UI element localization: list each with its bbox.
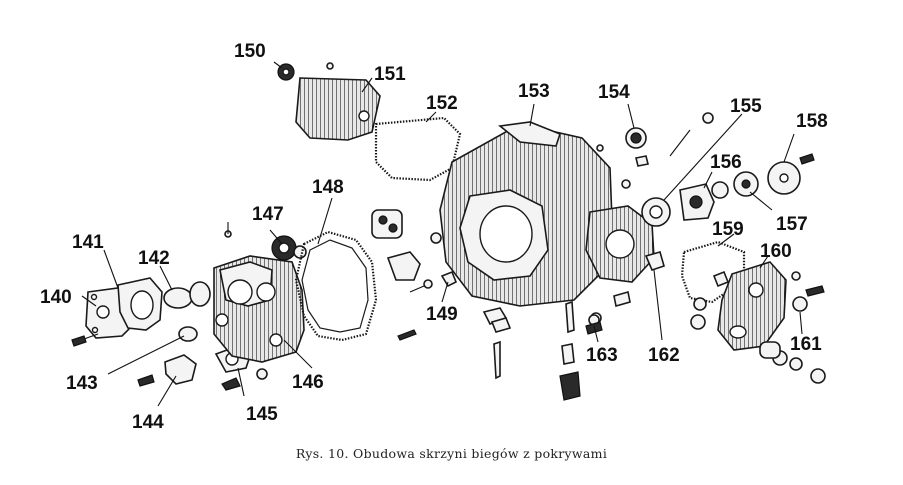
- callout-145: 145: [246, 404, 278, 425]
- callout-152: 152: [426, 93, 458, 114]
- part-162-lever: [613, 251, 665, 308]
- part-oil-pump: [371, 209, 458, 341]
- callout-140: 140: [40, 287, 72, 308]
- callout-151: 151: [374, 64, 406, 85]
- leader-lines: [81, 61, 803, 407]
- callout-141: 141: [72, 232, 104, 253]
- callout-158: 158: [796, 111, 828, 132]
- part-159-gasket: [680, 240, 746, 304]
- callout-142: 142: [138, 248, 170, 269]
- part-154-seal: [621, 112, 714, 189]
- part-147-bearing: [271, 235, 307, 261]
- part-160-side-cover: [690, 261, 787, 351]
- callout-147: 147: [252, 204, 284, 225]
- part-158-flange: [767, 153, 815, 195]
- part-148-gasket: [294, 230, 378, 342]
- callout-153: 153: [518, 81, 550, 102]
- callout-146: 146: [292, 372, 324, 393]
- callout-149: 149: [426, 304, 458, 325]
- callout-163: 163: [586, 345, 618, 366]
- part-142-gasket: [163, 281, 211, 309]
- callout-150: 150: [234, 41, 266, 62]
- callout-162: 162: [648, 345, 680, 366]
- part-151-top-cover: [295, 62, 381, 141]
- callout-157: 157: [776, 214, 808, 235]
- part-157-flange: [733, 171, 759, 197]
- callout-156: 156: [710, 152, 742, 173]
- callout-155: 155: [730, 96, 762, 117]
- part-149-bolts: [482, 300, 602, 401]
- part-153-gearbox-housing: [439, 121, 655, 307]
- part-161-seals: [759, 271, 826, 384]
- callout-148: 148: [312, 177, 344, 198]
- part-155-gasket-ring: [641, 197, 671, 227]
- part-143-bolt: [71, 326, 198, 347]
- callout-144: 144: [132, 412, 164, 433]
- part-152-gasket: [374, 116, 462, 182]
- callout-161: 161: [790, 334, 822, 355]
- part-156-hub: [679, 181, 729, 221]
- part-144-flange: [137, 354, 197, 387]
- callout-159: 159: [712, 219, 744, 240]
- part-146-side-cover: [213, 222, 305, 363]
- part-141-cover: [117, 277, 163, 331]
- callout-154: 154: [598, 82, 630, 103]
- figure-caption: Rys. 10. Obudowa skrzyni biegów z pokryw…: [295, 446, 608, 461]
- callout-160: 160: [760, 241, 792, 262]
- callout-143: 143: [66, 373, 98, 394]
